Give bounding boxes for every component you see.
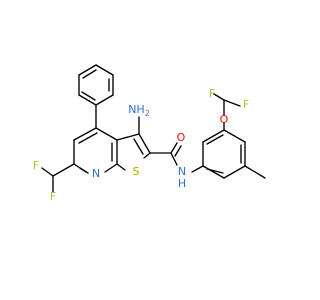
bond — [213, 93, 225, 101]
bond — [143, 152, 151, 159]
fluorine-label: F — [209, 87, 215, 100]
bond — [138, 133, 151, 154]
bond — [78, 132, 98, 144]
bond — [116, 133, 140, 141]
bond — [78, 94, 97, 106]
bond — [191, 165, 204, 173]
amino-label: NH2 — [128, 103, 150, 118]
bond — [223, 165, 246, 179]
sulfur-label: S — [133, 165, 140, 178]
bond — [202, 129, 225, 143]
bond — [206, 168, 224, 174]
bond — [82, 69, 97, 79]
bond — [73, 127, 97, 141]
bond — [104, 163, 118, 173]
fluorine-label: F — [243, 98, 249, 111]
molecule-structure: NH2 F F O F F O N S N H — [33, 64, 266, 203]
ether-oxygen-label: O — [220, 113, 229, 126]
bond — [95, 127, 118, 141]
pyridine-nitrogen-label: N — [92, 167, 100, 180]
bond — [206, 134, 224, 145]
bond — [170, 142, 178, 154]
carbonyl-oxygen-label: O — [177, 131, 186, 144]
fluorine-label: F — [50, 190, 56, 203]
bond — [81, 91, 96, 101]
bond — [116, 163, 126, 171]
bond — [52, 163, 75, 177]
bond — [95, 94, 114, 106]
bond — [41, 167, 54, 177]
bond — [223, 99, 241, 107]
bond — [133, 138, 144, 155]
bond — [223, 129, 246, 143]
amide-nitrogen-label: N — [178, 165, 186, 178]
bond-group — [41, 64, 266, 193]
bond — [174, 145, 182, 157]
bond — [78, 64, 97, 76]
bond — [170, 152, 178, 166]
bond — [95, 64, 114, 76]
bond — [79, 167, 89, 174]
atom-label-group: NH2 F F O F F O N S N H — [33, 87, 249, 203]
bond — [202, 165, 225, 179]
fluorine-label: F — [33, 159, 39, 172]
amide-hydrogen-label: H — [178, 177, 186, 190]
bond — [244, 165, 266, 179]
